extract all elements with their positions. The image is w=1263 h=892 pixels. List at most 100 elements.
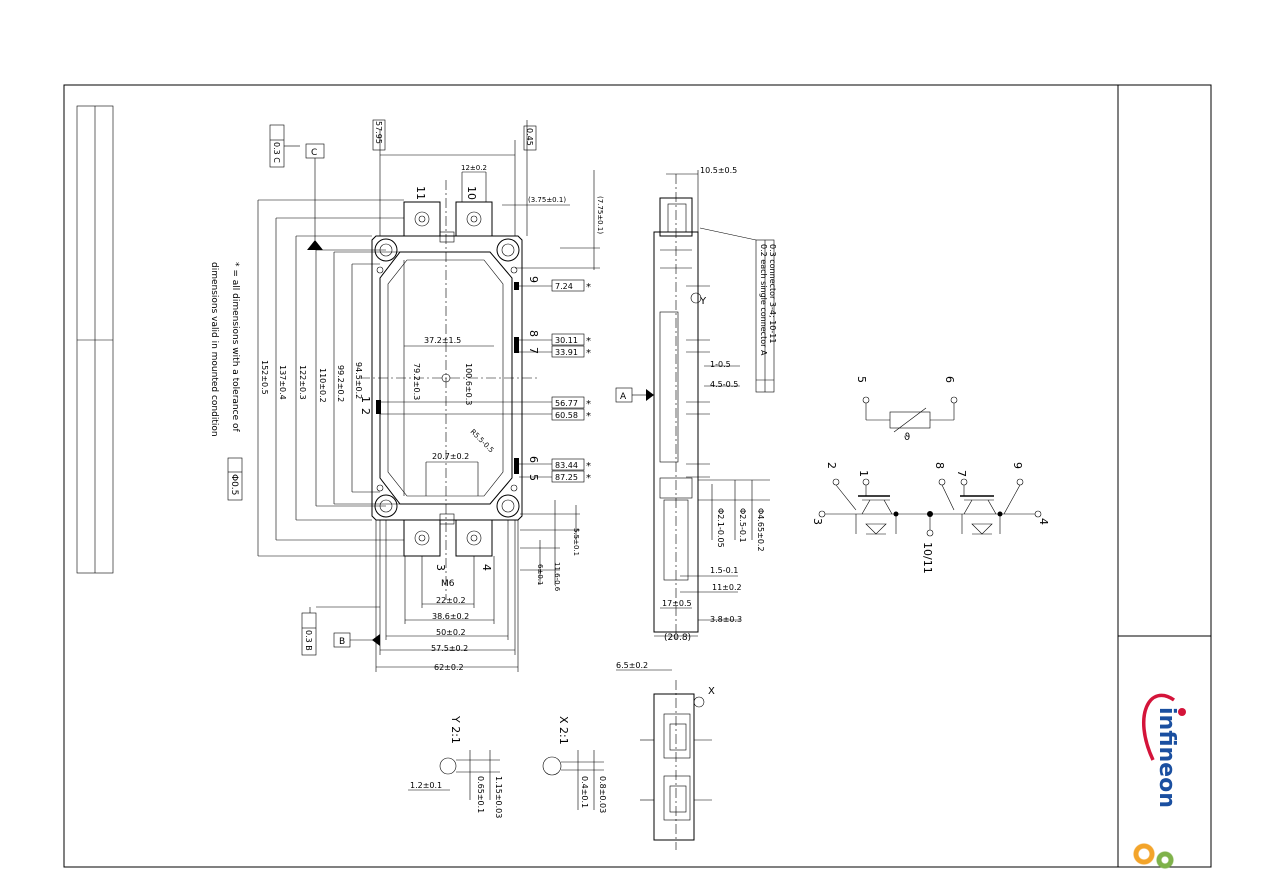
ntc-theta: ϑ bbox=[904, 432, 910, 443]
pin-dim-7-24: 7.24 bbox=[555, 282, 573, 291]
gdt-parallel-connectors: 0.2 each single connector A bbox=[759, 244, 768, 356]
pin-dim-33-91: 33.91 bbox=[555, 348, 578, 357]
top-view-dimension-texts: 57.95 0.45 12±0.2 (3.75±0.1) (7.75±0.1) … bbox=[260, 119, 604, 672]
schem-pin-7: 7 bbox=[955, 470, 968, 477]
detail-x: X 2:1 0.4±0.1 0.8±0.03 bbox=[542, 716, 607, 813]
pin-dim-30-11: 30.11 bbox=[555, 336, 578, 345]
infineon-logo: infineon bbox=[1142, 693, 1186, 808]
gdt-frames: 0.3 C 0.3 B 0.3 connector 3-4; 10-11 0.2… bbox=[269, 124, 777, 656]
pin-label-8: 8 bbox=[527, 330, 540, 337]
dim-100-6: 100.6±0.3 bbox=[464, 363, 473, 405]
drawing-frame bbox=[63, 84, 1212, 868]
dim-12: 12±0.2 bbox=[461, 164, 487, 172]
schem-pin-9: 9 bbox=[1011, 462, 1024, 469]
dim-79-2: 79.2±0.3 bbox=[412, 363, 421, 400]
dim-5-5: 5.5±0.1 bbox=[572, 528, 580, 556]
note-tolerance: * = all dimensions with a tolerance of bbox=[230, 262, 240, 432]
dim-11-6: 11.6-0.6 bbox=[553, 562, 561, 592]
pin-label-6: 6 bbox=[527, 456, 540, 463]
datum-a-label: A bbox=[620, 392, 627, 402]
top-view-pin-labels: 11 10 9 8 7 1 2 6 5 3 4 bbox=[359, 186, 540, 571]
dim-22: 22±0.2 bbox=[436, 596, 466, 605]
revision-strip bbox=[76, 105, 114, 574]
schem-pin-2: 2 bbox=[825, 462, 838, 469]
pin-label-3: 3 bbox=[434, 564, 447, 571]
side-view-module bbox=[653, 170, 770, 640]
pin-label-4: 4 bbox=[480, 564, 493, 571]
dim-137: 137±0.4 bbox=[278, 365, 287, 400]
pin-label-11: 11 bbox=[414, 186, 427, 200]
pin-label-2: 2 bbox=[359, 408, 372, 415]
pin-dim-83-44: 83.44 bbox=[555, 461, 578, 470]
schem-pin-1: 1 bbox=[857, 470, 870, 477]
svg-text:*: * bbox=[586, 399, 591, 410]
detail-x-dim-0-8: 0.8±0.03 bbox=[598, 776, 607, 813]
pin-dim-87-25: 87.25 bbox=[555, 473, 578, 482]
schem-pin-10-11: 10/11 bbox=[921, 542, 934, 574]
gear-icon bbox=[1155, 850, 1175, 870]
dim-phi-2-5: Φ2.5-0.1 bbox=[738, 508, 747, 543]
dim-110: 110±0.2 bbox=[318, 368, 327, 403]
dim-57-5: 57.5±0.2 bbox=[431, 644, 468, 653]
gdt-flatness-connectors: 0.3 connector 3-4; 10-11 bbox=[768, 244, 777, 343]
detail-y-dim-1-15: 1.15±0.03 bbox=[494, 776, 503, 818]
schem-pin-4: 4 bbox=[1037, 518, 1050, 525]
gdt-flatness-c: 0.3 C bbox=[272, 142, 281, 163]
dim-50: 50±0.2 bbox=[436, 628, 466, 637]
pin-label-7: 7 bbox=[527, 347, 540, 354]
dim-62: 62±0.2 bbox=[434, 663, 464, 672]
detail-y-title: Y 2:1 bbox=[449, 715, 462, 744]
pin-dim-56-77: 56.77 bbox=[555, 399, 578, 408]
pin-label-10: 10 bbox=[465, 186, 478, 200]
pin-dim-60-58: 60.58 bbox=[555, 411, 578, 420]
bottom-view-texts: 6.5±0.2 X bbox=[616, 661, 715, 697]
datum-markers: C B A bbox=[305, 143, 654, 648]
dim-122: 122±0.3 bbox=[298, 365, 307, 400]
dim-7-75: (7.75±0.1) bbox=[596, 196, 604, 234]
dim-r5-5: R5.5-0.5 bbox=[469, 428, 496, 455]
schem-pin-3: 3 bbox=[811, 518, 824, 525]
circuit-schematic: ϑ 5 6 bbox=[811, 376, 1050, 574]
dim-11: 11±0.2 bbox=[712, 583, 742, 592]
detail-x-dim-0-4: 0.4±0.1 bbox=[580, 776, 589, 808]
detail-y-dim-0-65: 0.65±0.1 bbox=[476, 776, 485, 813]
dim-152: 152±0.5 bbox=[260, 360, 269, 395]
dim-20-7: 20.7±0.2 bbox=[432, 452, 469, 461]
dim-6: 6±0.1 bbox=[536, 564, 544, 585]
note-position-tolerance: Φ0.5 bbox=[229, 474, 239, 495]
general-notes: * = all dimensions with a tolerance of d… bbox=[209, 262, 243, 501]
top-view-dimension-lines bbox=[257, 120, 600, 672]
power-terminals-top bbox=[403, 201, 493, 243]
dim-99-2: 99.2±0.2 bbox=[336, 365, 345, 402]
schem-pin-8: 8 bbox=[933, 462, 946, 469]
svg-text:*: * bbox=[586, 282, 591, 293]
dim-phi-2-1: Φ2.1-0.05 bbox=[716, 508, 725, 548]
dim-1-5: 1.5-0.1 bbox=[710, 566, 738, 575]
svg-text:*: * bbox=[586, 473, 591, 484]
dim-0-45: 0.45 bbox=[525, 128, 534, 146]
dim-94-5: 94.5±0.2 bbox=[354, 362, 363, 399]
side-view-dimension-texts: 10.5±0.5 1-0.5 4.5-0.5 Φ4.65±0.2 Φ2.5-0.… bbox=[662, 166, 765, 643]
pin-position-boxes: 7.24 * 30.11 * 33.91 * 56.77 * 60.58 * 8… bbox=[551, 279, 591, 484]
top-view-module bbox=[360, 180, 540, 600]
pin-label-9: 9 bbox=[527, 276, 540, 283]
dim-20-8: (20.8) bbox=[664, 633, 691, 643]
aux-pins bbox=[376, 282, 519, 474]
detail-y-dim-1-2: 1.2±0.1 bbox=[410, 781, 442, 790]
datum-b-label: B bbox=[339, 637, 345, 647]
dim-6-5: 6.5±0.2 bbox=[616, 661, 648, 670]
svg-text:*: * bbox=[586, 348, 591, 359]
pin-label-5: 5 bbox=[527, 474, 540, 481]
dim-3-8: 3.8±0.3 bbox=[710, 615, 742, 624]
ntc-thermistor-symbol: ϑ 5 6 bbox=[855, 376, 958, 443]
svg-text:*: * bbox=[586, 461, 591, 472]
datum-c-label: C bbox=[311, 148, 317, 158]
dim-57-95: 57.95 bbox=[374, 121, 383, 144]
schem-pin-6: 6 bbox=[943, 376, 956, 383]
gear-icon bbox=[1130, 840, 1158, 868]
svg-text:*: * bbox=[586, 411, 591, 422]
dim-37-2: 37.2±1.5 bbox=[424, 336, 461, 345]
igbt-half-bridge-symbol: 2 1 8 7 9 3 10/11 4 bbox=[811, 462, 1050, 574]
dim-17: 17±0.5 bbox=[662, 599, 692, 608]
